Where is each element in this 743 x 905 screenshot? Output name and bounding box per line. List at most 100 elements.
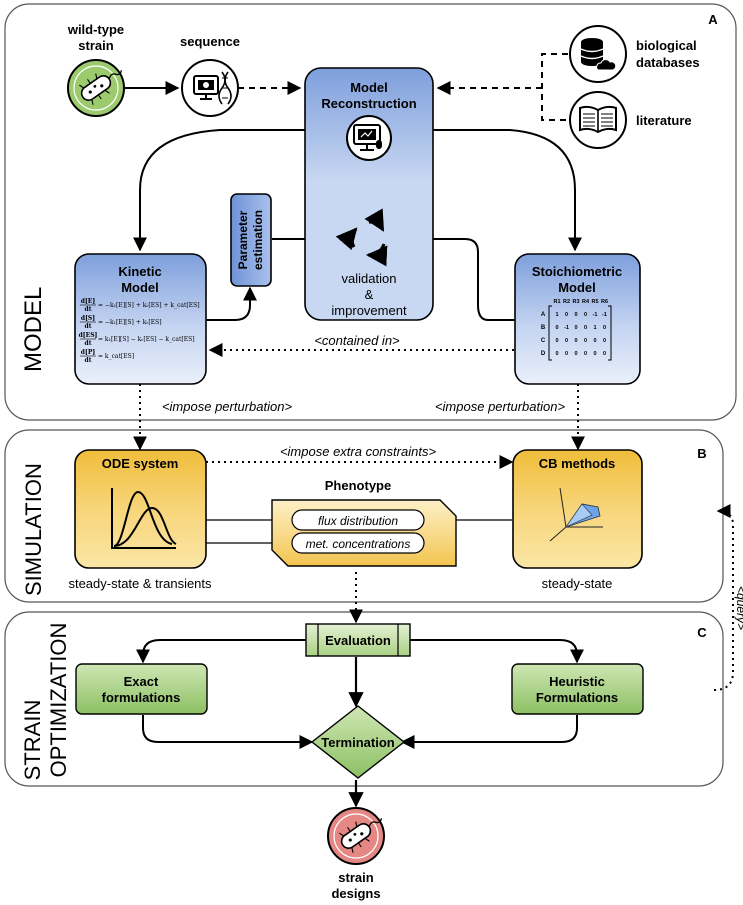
matrix-cell: 0 [574,312,577,318]
flux-distribution-label: flux distribution [318,514,398,528]
kinetic-equations: d[E]dt= −k₁[E][S] + kᵣ[ES] + k_cat[ES]d[… [79,298,200,364]
matrix-cell: 0 [593,338,596,344]
databases-label-1: biological [636,38,697,53]
matrix-cell: 0 [574,325,577,331]
reconstruction-computer-icon [346,115,392,161]
matrix-column-header: R1 [553,299,560,305]
panel-title-model: MODEL [20,287,47,372]
matrix-column-header: R3 [572,299,579,305]
matrix-column-header: R5 [591,299,598,305]
validation-label-1: validation [342,271,397,286]
arrow-stoich-to-cycle [392,232,515,321]
arrow-exact-to-termination [142,715,314,749]
matrix-cell: 0 [555,325,558,331]
databases-label-2: databases [636,55,700,70]
evaluation-label: Evaluation [325,633,391,648]
equation-rhs: = k₁[E][S] − kᵣ[ES] − k_cat[ES] [98,336,195,343]
equation-denominator: dt [85,357,92,364]
kinetic-model-box [74,253,207,385]
literature-label: literature [636,113,692,128]
validation-label-2: & [365,287,374,302]
evaluation-box [305,623,411,657]
equation-rhs: = −k₁[E][S] + kᵣ[ES] + k_cat[ES] [98,302,200,309]
arrow-sources-to-reconstruction [438,53,568,121]
parameter-label-2: estimation [251,210,265,270]
termination-label: Termination [321,735,394,750]
cb-methods-label: CB methods [539,456,616,471]
equation-denominator: dt [85,306,92,313]
ode-system-box [74,449,207,569]
strain-designs-node [327,807,385,865]
matrix-cell: 0 [565,312,568,318]
exact-label-1: Exact [124,674,159,689]
matrix-row-header: A [541,312,546,318]
flux-cone-icon [549,487,603,542]
database-cloud-icon [580,38,617,71]
equation-denominator: dt [85,323,92,330]
matrix-cell: 0 [584,312,587,318]
heuristic-label-1: Heuristic [549,674,605,689]
matrix-cell: 0 [565,351,568,357]
matrix-cell: 1 [593,325,596,331]
cb-methods-box [512,449,643,569]
wild-type-strain-node [67,59,125,117]
equation-numerator: d[ES] [79,332,98,339]
parameter-estimation-box [230,193,272,287]
validation-label-3: improvement [331,303,407,318]
panel-letter-c: C [697,625,707,640]
matrix-cell: 0 [603,351,606,357]
flux-distribution-pill [291,509,425,531]
impose-perturbation-right-label: <impose perturbation> [435,399,565,414]
open-book-icon [579,105,617,134]
steady-state-label: steady-state [542,576,613,591]
bacterium-icon [338,818,383,853]
matrix-cell: 0 [565,338,568,344]
sequence-node [181,59,239,117]
matrix-column-header: R2 [563,299,570,305]
arrow-evaluation-to-heuristic [410,639,584,664]
phenotype-label: Phenotype [325,478,391,493]
matrix-cell: 0 [593,351,596,357]
matrix-column-header: R4 [582,299,590,305]
matrix-cell: -1 [602,312,607,318]
impose-extra-label: <impose extra constraints> [280,444,436,459]
equation-denominator: dt [85,340,92,347]
heuristic-formulations-box [511,663,644,715]
matrix-column-header: R6 [601,299,608,305]
panel-letter-b: B [697,446,706,461]
exact-formulations-box [75,663,208,715]
equation-rhs: = k_cat[ES] [98,353,134,360]
query-label: <query> [734,586,743,630]
reconstruction-title-1: Model [350,80,388,95]
stoich-title-2: Model [558,280,596,295]
kinetic-title-1: Kinetic [118,264,161,279]
ode-system-label: ODE system [102,456,179,471]
kinetic-title-2: Model [121,280,159,295]
matrix-cell: 0 [555,338,558,344]
arrow-reconstruction-to-stoich [432,129,582,252]
steady-transients-label: steady-state & transients [68,576,212,591]
matrix-cell: 0 [603,325,606,331]
met-concentrations-pill [291,532,425,554]
met-concentrations-label: met. concentrations [306,537,411,551]
matrix-cell: 0 [584,351,587,357]
arrow-heuristic-to-termination [400,715,578,749]
matrix-cell: 0 [574,351,577,357]
matrix-cell: 0 [603,338,606,344]
matrix-row-header: C [541,338,546,344]
matrix-cell: 1 [555,312,558,318]
equation-numerator: d[E] [81,298,96,305]
databases-node [569,25,627,83]
termination-diamond [310,705,406,779]
matrix-row-header: D [541,351,546,357]
contained-in-label: <contained in> [314,333,400,348]
stoich-title-1: Stoichiometric [532,264,622,279]
equation-numerator: d[P] [81,349,96,356]
model-reconstruction-box [304,67,434,321]
wild-type-label-1: wild-type [67,22,124,37]
parameter-label-1: Parameter [236,210,250,269]
exact-label-2: formulations [102,690,181,705]
stoichiometric-model-box [514,253,641,385]
